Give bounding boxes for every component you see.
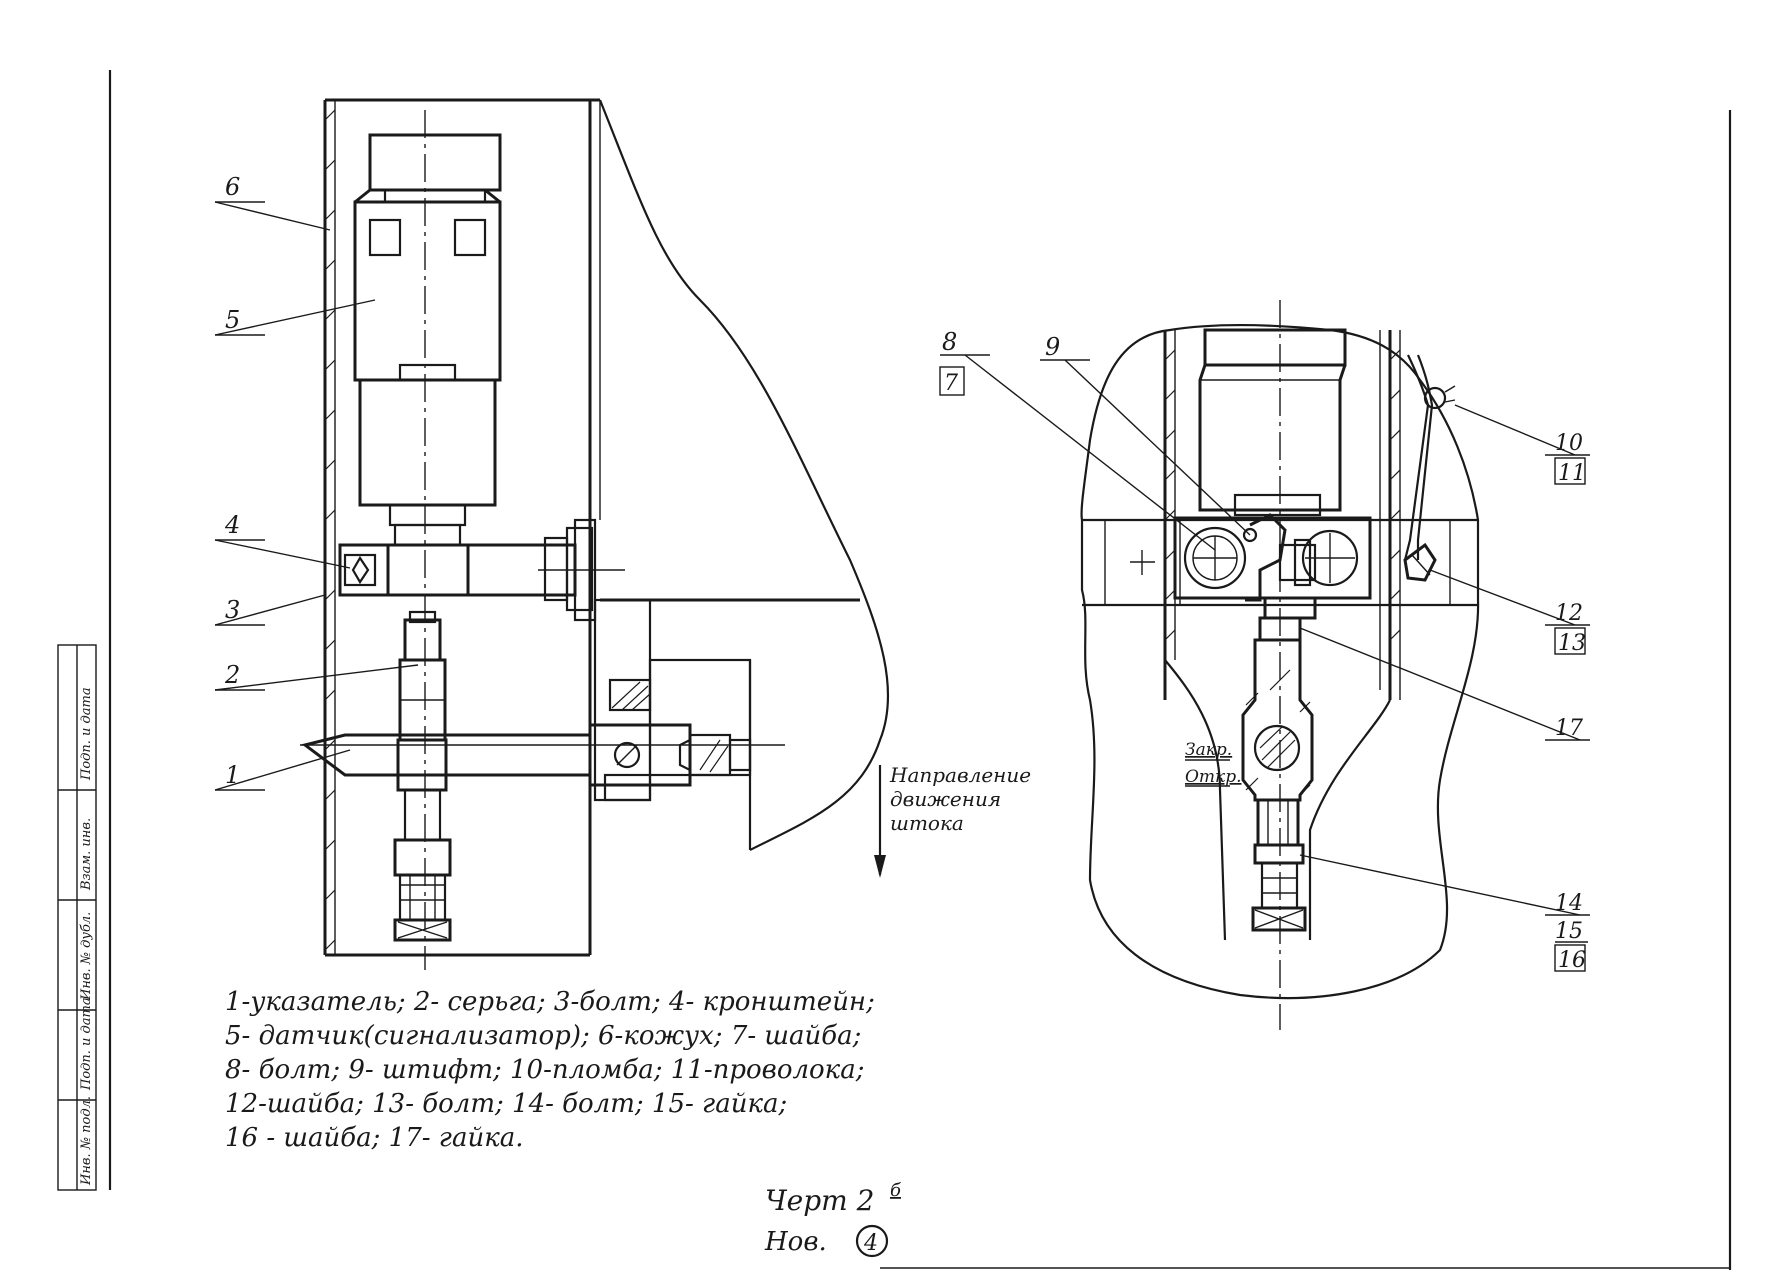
direction-label-line1: Направление [889,763,1031,787]
callout-15: 15 [1555,919,1583,944]
direction-label-line2: движения [890,787,1001,811]
sheet-frame [108,70,1732,1270]
margin-stamp: Подп. и дата Взам. инв. Инв. № дубл. Под… [57,644,97,1191]
left-view: 6 5 4 3 2 1 [214,98,890,970]
callout-12: 12 [1555,601,1583,626]
callout-4: 4 [224,511,240,539]
stamp-field-5: Инв. № подл. [79,1096,94,1186]
stamp-field-4: Подп. и дата [79,997,94,1091]
callout-10: 10 [1555,431,1583,456]
position-closed-label: Закр. [1185,740,1232,760]
drawing-number: Черт 2 [765,1184,874,1217]
legend-line-3: 8- болт; 9- штифт; 10-пломба; 11-проволо… [225,1055,864,1085]
direction-indicator: Направление движения штока [874,763,1031,878]
edition-label: Нов. [764,1227,827,1257]
legend-line-5: 16 - шайба; 17- гайка. [225,1123,523,1153]
stamp-field-2: Взам. инв. [79,818,94,891]
callout-5: 5 [225,306,240,334]
callout-11: 11 [1558,461,1586,486]
callout-1: 1 [225,761,240,789]
edition-number: 4 [863,1231,878,1256]
right-view: Закр. Откр. 8 7 9 10 11 12 13 17 14 15 1… [939,300,1590,1030]
callout-9: 9 [1045,333,1060,361]
callout-2: 2 [224,661,240,689]
callout-13: 13 [1558,631,1586,656]
parts-legend: 1-указатель; 2- серьга; 3-болт; 4- кронш… [225,987,875,1153]
stamp-field-1: Подп. и дата [79,687,94,781]
position-open-label: Откр. [1185,767,1242,787]
callout-8: 8 [942,328,957,356]
callout-17: 17 [1555,716,1583,741]
legend-line-4: 12-шайба; 13- болт; 14- болт; 15- гайка; [225,1089,787,1119]
direction-label-line3: штока [890,811,964,835]
sheet-caption: Черт 2 б Нов. 4 [764,1180,902,1258]
stamp-field-3: Инв. № дубл. [79,912,94,1001]
callout-3: 3 [225,596,240,624]
legend-line-2: 5- датчик(сигнализатор); 6-кожух; 7- шай… [225,1021,861,1051]
callout-16: 16 [1558,948,1586,973]
callout-7: 7 [944,371,958,396]
legend-line-1: 1-указатель; 2- серьга; 3-болт; 4- кронш… [225,987,875,1017]
callout-14: 14 [1555,891,1583,916]
callout-6: 6 [225,173,240,201]
drawing-number-suffix: б [890,1180,902,1201]
